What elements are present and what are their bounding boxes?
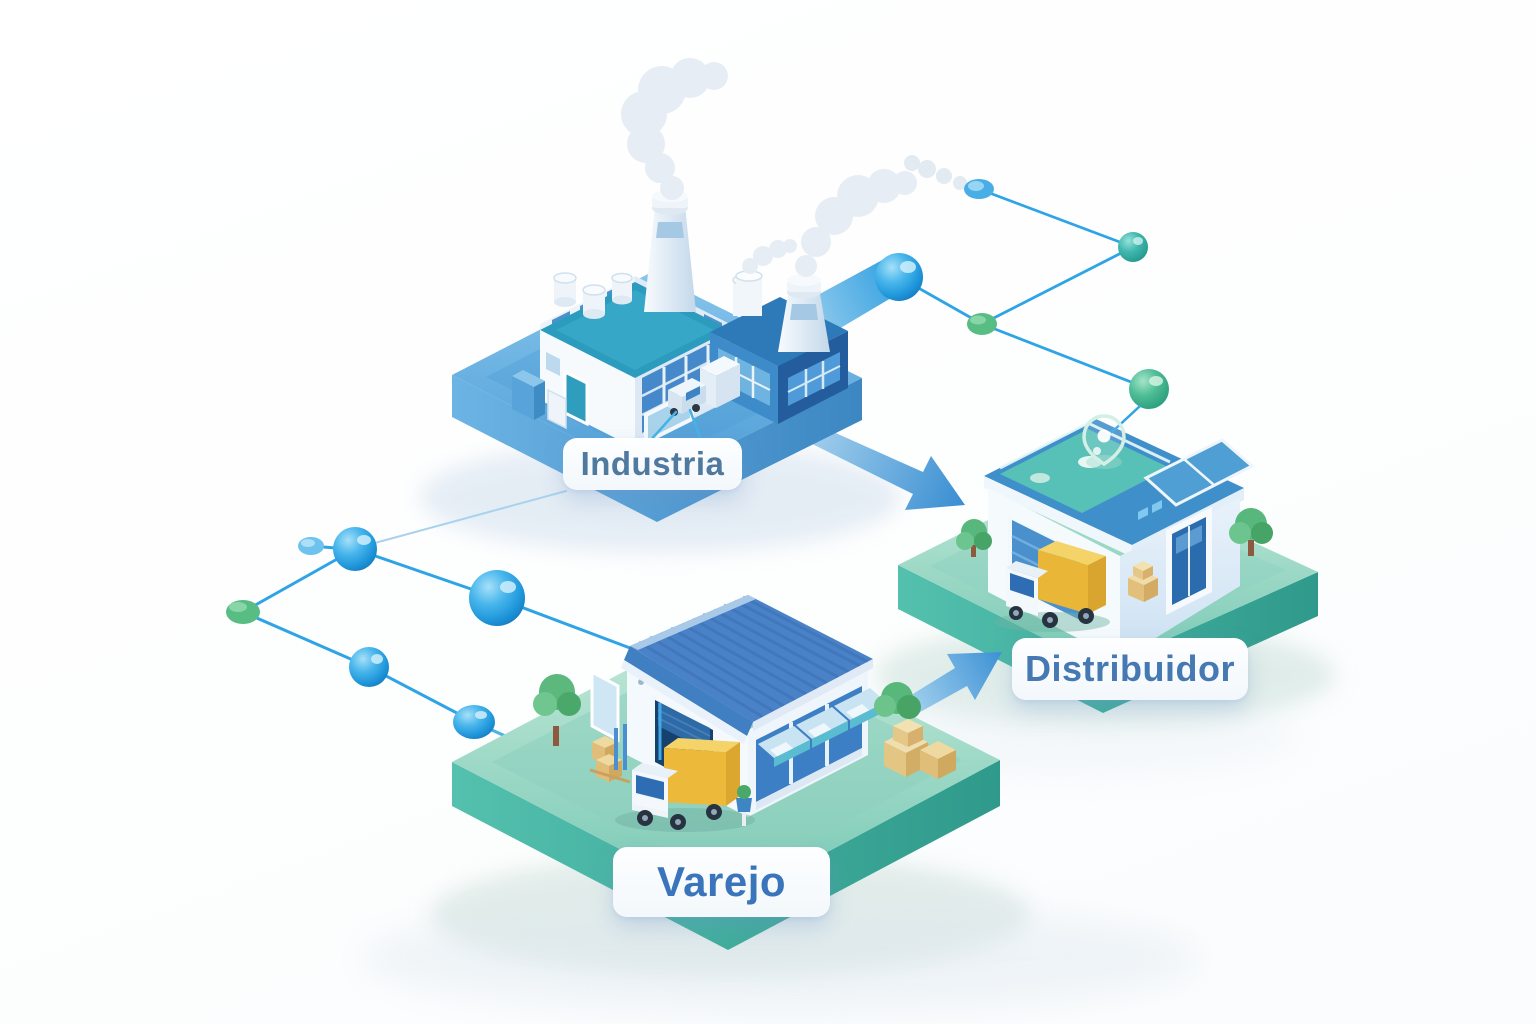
entrance-door (1166, 507, 1212, 615)
label-varejo: Varejo (613, 847, 830, 917)
bush (874, 682, 921, 719)
label-varejo-text: Varejo (656, 858, 787, 905)
small-truck (668, 378, 706, 416)
awning (758, 688, 886, 767)
smokestack (644, 190, 830, 352)
retail-store (590, 595, 886, 817)
network-node (875, 179, 1169, 409)
network-node (226, 527, 525, 739)
delivery-truck (615, 738, 755, 832)
label-industria: Industria (563, 438, 742, 490)
smoke-trail (904, 155, 967, 190)
location-pin-icon (1082, 404, 1142, 469)
distribuidor-illustration (898, 404, 1318, 713)
label-callout-lines (647, 408, 704, 445)
glass-atrium (1143, 438, 1255, 507)
plant-pot (736, 785, 752, 826)
industria-illustration (452, 58, 917, 522)
smoke-plume (621, 58, 917, 277)
label-distribuidor: Distribuidor (1012, 638, 1248, 700)
store-roof (621, 595, 873, 744)
tree (533, 674, 581, 746)
factory-props (512, 356, 740, 430)
cargo-boxes (884, 719, 956, 779)
left-network (226, 490, 632, 750)
flow-arrow-varejo-distribuidor (903, 652, 1002, 716)
label-distribuidor-text: Distribuidor (1025, 648, 1235, 689)
pallet-stack (589, 724, 631, 784)
delivery-truck (994, 541, 1110, 632)
tree (956, 508, 1273, 557)
cargo-boxes (1128, 561, 1158, 602)
label-industria-text: Industria (580, 445, 725, 482)
right-network (875, 155, 1169, 409)
